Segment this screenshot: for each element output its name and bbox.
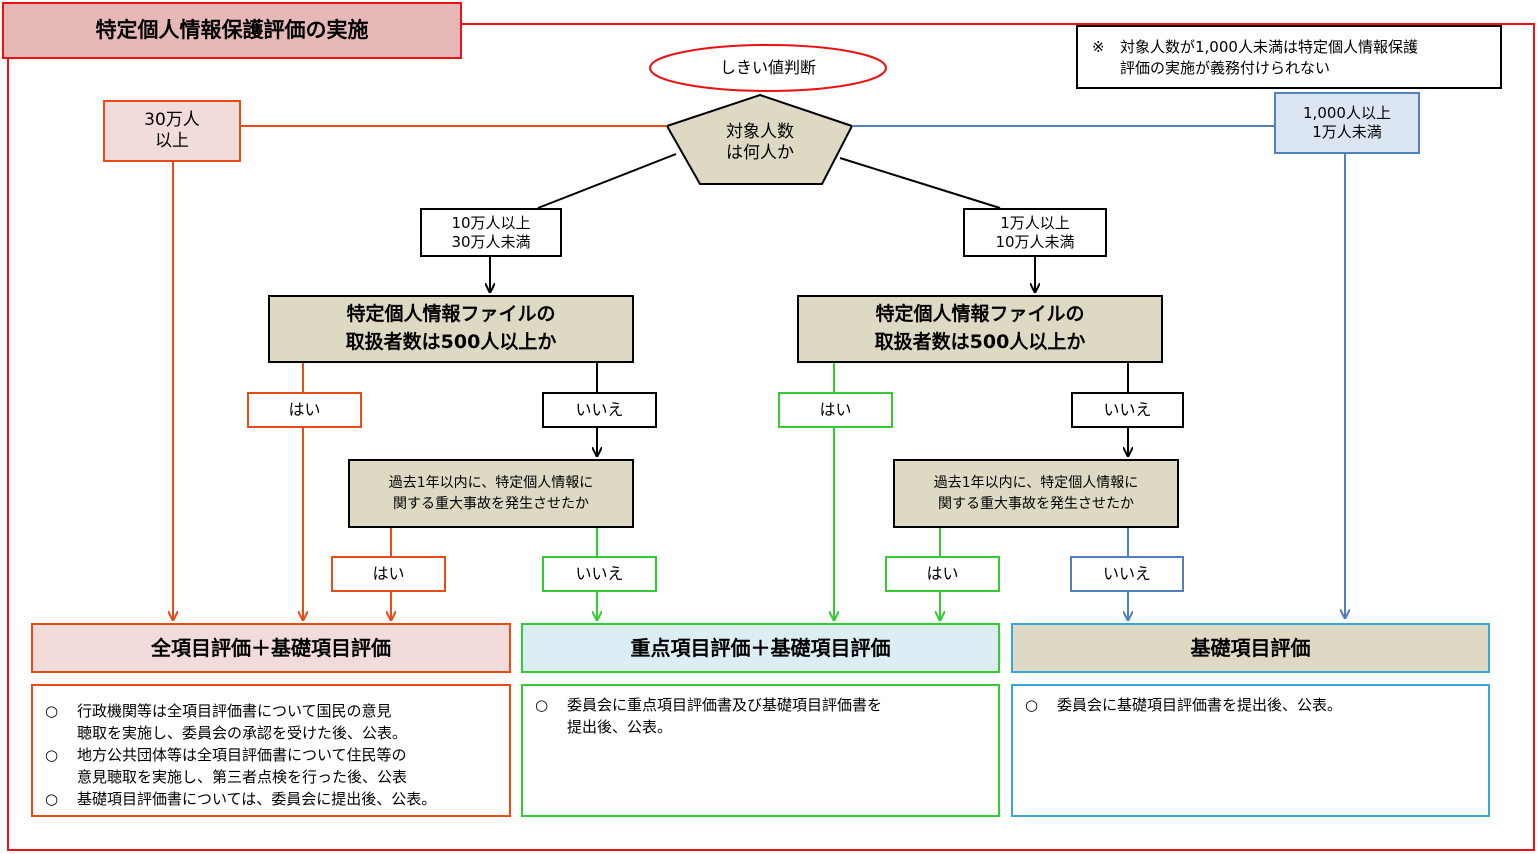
list-item: ○ 委員会に重点項目評価書及び基礎項目評価書を提出後、公表。 [535,696,883,736]
question-incident-right: 過去1年以内に、特定個人情報に 関する重大事故を発生させたか [893,459,1179,528]
answer-yes-right: はい [778,392,893,428]
description-basic: ○ 委員会に基礎項目評価書を提出後、公表。 [1011,684,1490,817]
note-box: ※ 対象人数が1,000人未満は特定個人情報保護 評価の実施が義務付けられない [1076,25,1502,89]
range-1k-10k: 1,000人以上 1万人未満 [1274,92,1420,154]
list-item: ○ 地方公共団体等は全項目評価書について住民等の意見聴取を実施し、第三者点検を行… [45,746,408,786]
range-100k-300k: 10万人以上 30万人未満 [420,208,562,257]
result-full-assessment: 全項目評価＋基礎項目評価 [31,623,511,673]
answer-yes-incident-left: はい [331,556,446,592]
question-incident-left: 過去1年以内に、特定個人情報に 関する重大事故を発生させたか [348,459,634,528]
answer-yes-left: はい [247,392,362,428]
page-title: 特定個人情報保護評価の実施 [2,2,462,59]
answer-no-right: いいえ [1071,392,1184,428]
description-full: ○ 行政機関等は全項目評価書について国民の意見聴取を実施し、委員会の承認を受けた… [31,684,511,817]
answer-yes-incident-right: はい [885,556,1000,592]
range-10k-100k: 1万人以上 10万人未満 [963,208,1107,257]
description-priority: ○ 委員会に重点項目評価書及び基礎項目評価書を提出後、公表。 [521,684,1000,817]
question-handlers-right: 特定個人情報ファイルの 取扱者数は500人以上か [797,295,1163,363]
range-over-300k: 30万人 以上 [103,100,241,162]
result-basic-assessment: 基礎項目評価 [1011,623,1490,673]
answer-no-incident-left: いいえ [542,556,657,592]
answer-no-incident-right: いいえ [1070,556,1184,592]
answer-no-left: いいえ [542,392,657,428]
start-pentagon [665,93,854,185]
threshold-label: しきい値判断 [719,58,816,77]
outer-frame [7,23,1535,851]
result-priority-assessment: 重点項目評価＋基礎項目評価 [521,623,1000,673]
list-item: ○ 基礎項目評価書については、委員会に提出後、公表。 [45,790,437,808]
threshold-ellipse [649,44,887,92]
note-mark: ※ [1092,38,1105,56]
list-item: ○ 行政機関等は全項目評価書について国民の意見聴取を実施し、委員会の承認を受けた… [45,702,408,742]
start-question: 対象人数 は何人か [726,121,794,163]
question-handlers-left: 特定個人情報ファイルの 取扱者数は500人以上か [268,295,634,363]
list-item: ○ 委員会に基礎項目評価書を提出後、公表。 [1025,696,1343,714]
